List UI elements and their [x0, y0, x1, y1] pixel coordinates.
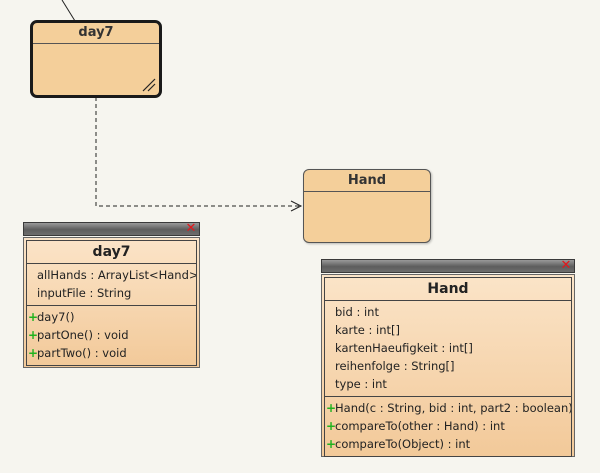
inspector-day7-window[interactable]: ✕ day7 allHands : ArrayList<Hand> inputF… — [23, 222, 200, 368]
method-label: compareTo(Object) : int — [335, 437, 471, 451]
method-row[interactable]: +Hand(c : String, bid : int, part2 : boo… — [325, 399, 571, 417]
attribute-row[interactable]: type : int — [335, 377, 387, 391]
method-row[interactable]: +partTwo() : void — [27, 344, 196, 362]
public-icon: + — [326, 401, 337, 415]
attribute-row[interactable]: bid : int — [335, 305, 379, 319]
public-icon: + — [326, 437, 337, 451]
close-icon[interactable]: ✕ — [560, 258, 572, 273]
attributes-section: bid : int karte : int[] kartenHaeufigkei… — [325, 301, 571, 397]
association-line — [61, 0, 76, 22]
close-icon[interactable]: ✕ — [185, 221, 197, 236]
attribute-row[interactable]: allHands : ArrayList<Hand> — [37, 268, 196, 282]
method-row[interactable]: +compareTo(other : Hand) : int — [325, 417, 571, 435]
inspector-hand-window[interactable]: ✕ Hand bid : int karte : int[] kartenHae… — [321, 259, 575, 457]
public-icon: + — [28, 328, 39, 342]
method-label: Hand(c : String, bid : int, part2 : bool… — [335, 401, 571, 415]
package-day7[interactable]: day7 — [30, 20, 162, 98]
attributes-section: allHands : ArrayList<Hand> inputFile : S… — [27, 264, 196, 306]
attribute-row[interactable]: karte : int[] — [335, 323, 400, 337]
attribute-row[interactable]: inputFile : String — [37, 286, 132, 300]
inspector-day7-titlebar[interactable]: ✕ — [23, 222, 200, 236]
attribute-row[interactable]: kartenHaeufigkeit : int[] — [335, 341, 473, 355]
inspector-day7-title: day7 — [27, 241, 196, 264]
dependency-arrow[interactable] — [95, 97, 300, 207]
resize-grip-icon[interactable] — [139, 75, 157, 93]
inspector-hand-title: Hand — [325, 278, 571, 301]
package-day7-title: day7 — [33, 23, 159, 44]
method-row[interactable]: +day7() — [27, 308, 196, 326]
inspector-hand-titlebar[interactable]: ✕ — [321, 259, 575, 273]
method-row[interactable]: +partOne() : void — [27, 326, 196, 344]
method-label: compareTo(other : Hand) : int — [335, 419, 505, 433]
public-icon: + — [28, 346, 39, 360]
method-label: partTwo() : void — [37, 346, 127, 360]
method-label: day7() — [37, 310, 75, 324]
class-hand-title: Hand — [304, 170, 430, 192]
method-label: partOne() : void — [37, 328, 129, 342]
method-row[interactable]: +compareTo(Object) : int — [325, 435, 571, 453]
public-icon: + — [326, 419, 337, 433]
attribute-row[interactable]: reihenfolge : String[] — [335, 359, 455, 373]
class-hand[interactable]: Hand — [303, 169, 431, 243]
methods-section: +day7() +partOne() : void +partTwo() : v… — [27, 306, 196, 365]
public-icon: + — [28, 310, 39, 324]
dependency-arrowhead — [290, 200, 303, 212]
methods-section: +Hand(c : String, bid : int, part2 : boo… — [325, 397, 571, 456]
